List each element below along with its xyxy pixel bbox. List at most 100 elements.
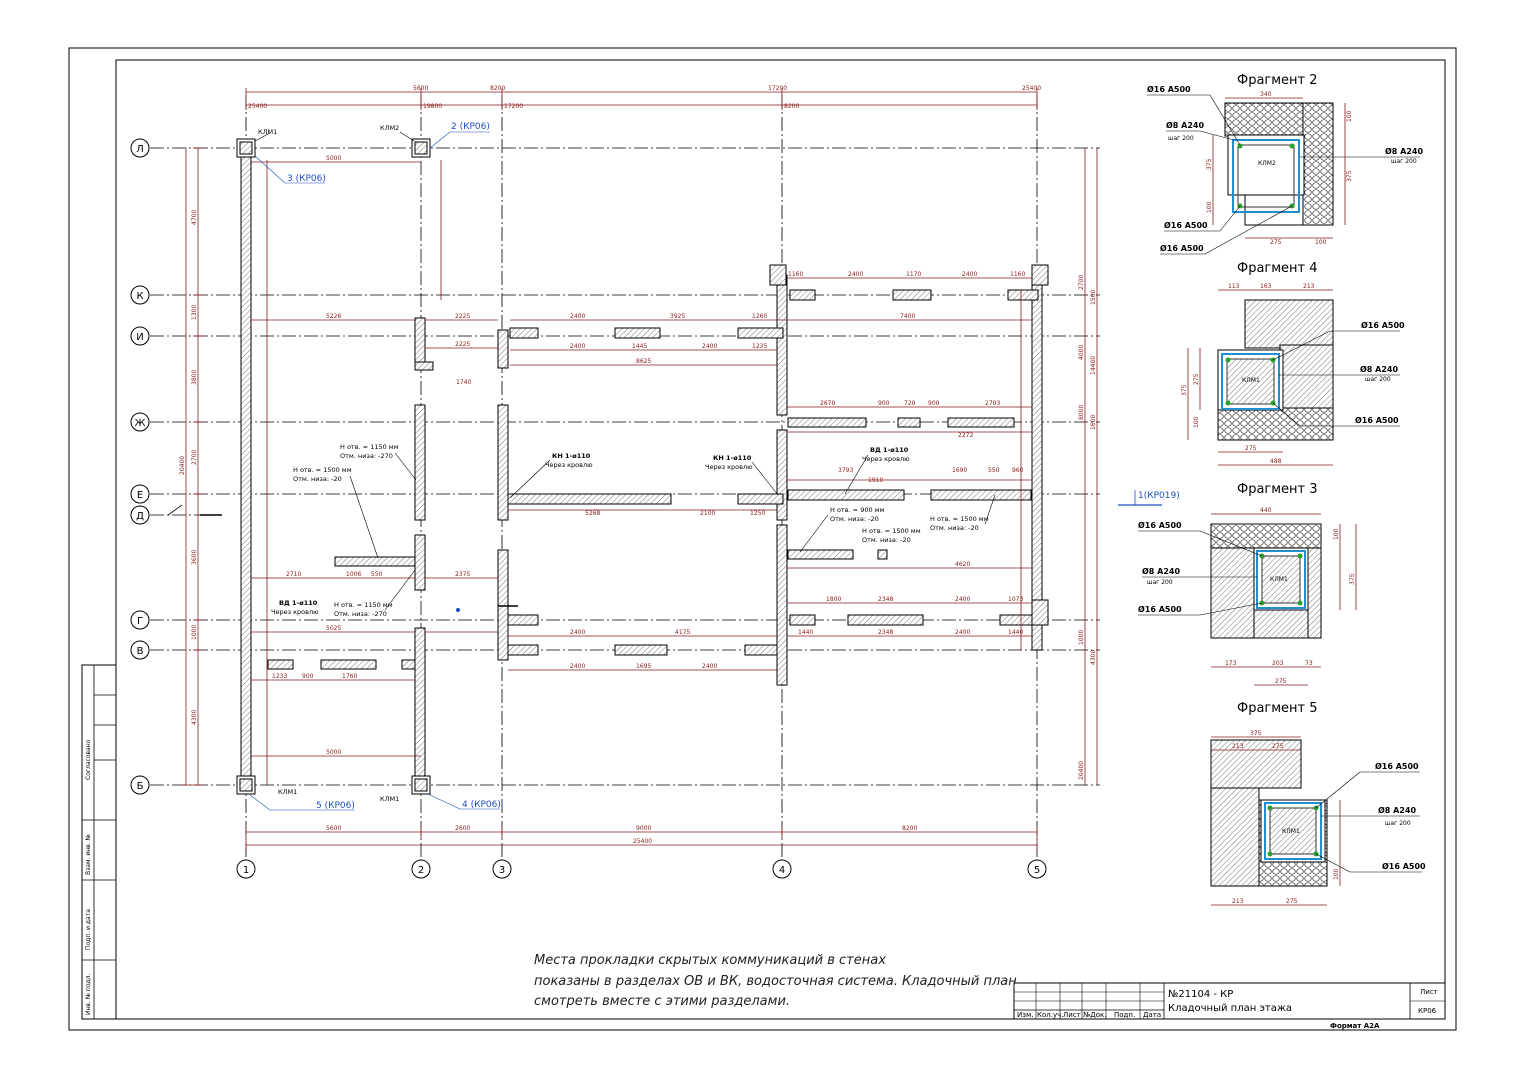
f5-rebar-3: Ø16 А500 xyxy=(1382,861,1426,871)
label-vd1-b2: Через кровлю xyxy=(271,608,319,616)
dim-top-6: 17200 xyxy=(504,103,523,110)
dim-right-2: 4000 xyxy=(1078,345,1085,360)
label-klm1-br: КЛМ1 xyxy=(380,795,399,803)
dim-right-7: 1000 xyxy=(1078,630,1085,645)
side-stamp: Согласовано Взам. инв. № Подп. и дата Ин… xyxy=(81,664,117,1020)
general-note: Места прокладки скрытых коммуникаций в с… xyxy=(534,953,1017,1009)
f2-rebar-3: Ø8 А240 xyxy=(1385,146,1423,156)
pd-21: 900 xyxy=(928,400,940,407)
axis-col-3: 3 xyxy=(499,865,505,876)
ref-1-kr019[interactable]: 1(КР019) xyxy=(1138,491,1180,501)
f2-dim-5: 100 xyxy=(1315,239,1327,246)
pd-41: 5268 xyxy=(585,510,600,517)
f4-rebar-3: Ø16 А500 xyxy=(1355,415,1399,425)
pd-14: 1170 xyxy=(906,271,921,278)
dim-left-2: 3800 xyxy=(191,370,198,385)
label-kn1-a2: Через кровлю xyxy=(545,461,593,469)
fragment-2-inner: КЛМ2 xyxy=(1258,160,1276,167)
label-h4b: Отм. низа: -20 xyxy=(830,515,879,523)
dim-top-1: 8200 xyxy=(490,85,505,92)
label-klm1-bl: КЛМ1 xyxy=(278,788,297,796)
f3-dim-5: 73 xyxy=(1305,660,1313,667)
pd-47: 1910 xyxy=(868,477,883,484)
axis-col-5: 5 xyxy=(1034,865,1040,876)
tb-col-3: №Док. xyxy=(1083,1011,1107,1019)
pd-32: 2348 xyxy=(878,629,893,636)
dim-right-0: 2700 xyxy=(1078,275,1085,290)
f5-dim-4: 213 xyxy=(1232,898,1244,905)
f4-dim-2: 213 xyxy=(1303,283,1315,290)
dim-left-1: 1300 xyxy=(191,305,198,320)
f4-dim-6: 275 xyxy=(1245,445,1257,452)
title-block: Изм. Кол.уч. Лист №Док. Подп. Дата №2110… xyxy=(1013,982,1446,1030)
plan-annotations: КЛМ1 КЛМ2 2 (КР06) 3 (КР06) КЛМ1 КЛМ1 5 … xyxy=(167,122,1180,811)
ref-2-kr06[interactable]: 2 (КР06) xyxy=(451,122,490,132)
f3-dim-1: 100 xyxy=(1333,528,1340,540)
ref-4-kr06[interactable]: 4 (КР06) xyxy=(462,800,501,810)
pd-42: 2100 xyxy=(700,510,715,517)
wall-axis-1 xyxy=(240,147,252,786)
dim-left-7: 20400 xyxy=(179,456,186,475)
f5-dim-5: 275 xyxy=(1286,898,1298,905)
f2-dim-6: 375 xyxy=(1346,170,1353,182)
bottom-dimension-chain: 5600 2600 9000 8200 25400 xyxy=(245,825,1038,850)
label-h4: Н отв. = 900 мм xyxy=(830,506,885,514)
walls xyxy=(236,138,1049,795)
tb-sheet-number: КР06 xyxy=(1418,1007,1437,1015)
fragment-3-title: Фрагмент 3 xyxy=(1237,482,1318,497)
label-kn1-b: КН 1-ø110 xyxy=(713,454,752,462)
pd-4: 5226 xyxy=(326,313,341,320)
tb-sheet-label: Лист xyxy=(1420,988,1438,996)
pd-33: 2400 xyxy=(955,629,970,636)
f3-rebar-3: Ø16 А500 xyxy=(1138,604,1182,614)
outer-frame xyxy=(68,47,1457,1031)
pd-31: 2400 xyxy=(702,663,717,670)
f4-dim-7: 488 xyxy=(1270,458,1282,465)
f5-rebar-0: Ø16 А500 xyxy=(1375,761,1419,771)
dim-bottom-2: 9000 xyxy=(636,825,651,832)
right-dimension-chain: 2700 1500 4000 1600 8000 14400 4300 1000… xyxy=(1078,148,1098,785)
label-h5b: Отм. низа: -20 xyxy=(862,536,911,544)
pd-55: 1440 xyxy=(798,629,813,636)
f2-dim-3: 100 xyxy=(1206,201,1213,213)
axis-row-l: Л xyxy=(136,144,144,155)
f4-dim-5: 100 xyxy=(1193,416,1200,428)
pd-9: 3925 xyxy=(670,313,685,320)
fragment-5-inner: КЛМ1 xyxy=(1282,828,1300,835)
pd-1: 5000 xyxy=(326,749,341,756)
pd-2: 2225 xyxy=(455,313,470,320)
ref-3-kr06[interactable]: 3 (КР06) xyxy=(287,174,326,184)
tb-col-1: Кол.уч. xyxy=(1037,1011,1063,1019)
f4-dim-0: 113 xyxy=(1228,283,1240,290)
fragment-4-inner: КЛМ1 xyxy=(1242,377,1260,384)
ref-5-kr06[interactable]: 5 (КР06) xyxy=(316,801,355,811)
f3-rebar-2: шаг 200 xyxy=(1147,579,1173,586)
stamp-replace: Взам. инв. № xyxy=(85,834,92,875)
pd-52: 8625 xyxy=(636,358,651,365)
label-vd1-a2: Через кровлю xyxy=(862,455,910,463)
pd-10: 2400 xyxy=(570,343,585,350)
dim-top-4: 25400 xyxy=(248,103,267,110)
pd-25: 900 xyxy=(302,673,314,680)
pd-39: 550 xyxy=(371,571,383,578)
label-h5: Н отв. = 1500 мм xyxy=(862,527,921,535)
dim-right-8: 20400 xyxy=(1078,761,1085,780)
label-h1b: Отм. низа: -270 xyxy=(340,452,393,460)
note-line-1: показаны в разделах ОВ и ВК, водосточная… xyxy=(534,974,1017,989)
column-axis-markers: 1 2 3 4 5 xyxy=(236,859,1047,879)
pd-44: 1073 xyxy=(1008,596,1023,603)
f4-rebar-2: шаг 200 xyxy=(1365,376,1391,383)
f4-dim-3: 375 xyxy=(1181,384,1188,396)
dim-top-0: 5600 xyxy=(413,85,428,92)
dim-bottom-4: 25400 xyxy=(633,838,652,845)
fragment-3-inner: КЛМ1 xyxy=(1270,576,1288,583)
f2-rebar-0: Ø16 А500 xyxy=(1147,84,1191,94)
plan-dimension-texts: 5000 5000 2225 2225 5226 5025 2710 2375 … xyxy=(272,155,1025,756)
row-axis-markers: Л К И Ж Е Д Г В Б xyxy=(130,138,150,795)
f3-rebar-1: Ø8 А240 xyxy=(1142,566,1180,576)
dim-bottom-1: 2600 xyxy=(455,825,470,832)
tb-col-4: Подп. xyxy=(1114,1011,1135,1019)
pd-22: 2703 xyxy=(985,400,1000,407)
pd-40: 1006 xyxy=(346,571,361,578)
axis-col-4: 4 xyxy=(779,865,785,876)
